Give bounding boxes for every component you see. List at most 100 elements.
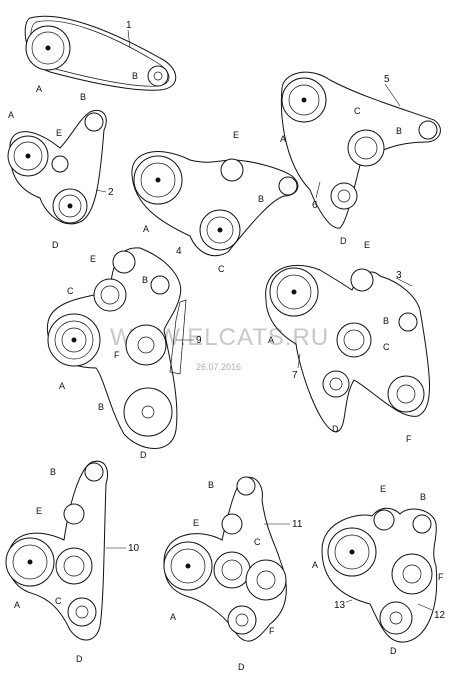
pulley-f-hub	[402, 564, 422, 584]
label-d: D	[76, 654, 83, 664]
label-f: F	[269, 626, 275, 636]
label-a: A	[170, 612, 176, 622]
pulley-f	[125, 324, 167, 366]
pulley-c-ring	[63, 555, 85, 577]
pulley-a-ring	[334, 534, 370, 570]
pulley-b	[418, 120, 438, 140]
label-c: C	[254, 537, 261, 547]
pulley-b	[398, 312, 418, 332]
pulley-f-hub	[396, 384, 416, 404]
pulley-a-ring	[13, 141, 43, 171]
label-e: E	[233, 130, 239, 140]
pulley-e	[51, 155, 69, 173]
label-c: C	[67, 286, 74, 296]
diagram-7-number: 7	[292, 370, 298, 381]
diagram-9-number: 9	[196, 335, 202, 346]
label-d: D	[140, 450, 147, 460]
diagram-5-number: 5	[384, 74, 390, 85]
label-f: F	[406, 434, 412, 444]
label-b: B	[258, 194, 264, 204]
diagram-3-number: 3	[396, 270, 402, 281]
leader-7	[297, 353, 301, 369]
pulley-b	[236, 476, 256, 496]
label-d: D	[332, 424, 339, 434]
label-a: A	[143, 224, 149, 234]
label-a: A	[36, 84, 42, 94]
pulley-a-hub	[71, 337, 77, 343]
label-d: D	[340, 236, 347, 246]
pulley-d	[67, 597, 97, 627]
label-b: B	[383, 316, 389, 326]
pulley-e	[112, 250, 136, 274]
pulley-a-ring	[12, 544, 48, 580]
pulley-d-hub	[75, 605, 89, 619]
pulley-c-hub	[217, 227, 223, 233]
diagram-12-number: 12	[434, 610, 446, 621]
pulley-a-hub	[291, 289, 297, 295]
pulley-d-hub	[67, 203, 73, 209]
label-b: B	[132, 71, 138, 81]
belt-3-outline	[265, 265, 430, 433]
leader-1	[127, 29, 131, 49]
pulley-c-ring	[206, 216, 234, 244]
diagram-belt-2: 2 A E B D	[7, 92, 114, 250]
pulley-c-ring	[221, 559, 243, 581]
diagram-belt-13: 13 12 E B A F D	[312, 484, 446, 656]
pulley-c	[213, 551, 251, 589]
leader-6	[315, 181, 321, 199]
leader-13	[345, 599, 353, 603]
pulley-b	[150, 275, 170, 295]
label-e: E	[90, 254, 96, 264]
label-c: C	[218, 264, 225, 274]
pulley-e	[373, 509, 395, 531]
pulley-b-hub	[153, 71, 163, 81]
diagram-belt-9: 9 E C B A F B D	[46, 247, 202, 460]
diagram-1-number: 1	[126, 20, 132, 31]
label-f: F	[114, 350, 120, 360]
pulley-a-ring	[288, 84, 320, 116]
diagram-belt-10: 10 B E A C D	[5, 460, 140, 664]
pulley-d-ring	[58, 194, 82, 218]
label-a: A	[14, 600, 20, 610]
pulley-d-hub	[389, 611, 403, 625]
label-c: C	[354, 106, 361, 116]
pulley-d	[227, 605, 257, 635]
label-e: E	[56, 128, 62, 138]
pulley-c-ring	[100, 285, 120, 305]
diagram-10-number: 10	[128, 543, 140, 554]
pulley-a-ring	[276, 274, 312, 310]
watermark-date: 26.07.2016	[196, 362, 241, 372]
label-b2: B	[98, 402, 104, 412]
pulley-e	[220, 158, 244, 182]
label-e: E	[380, 484, 386, 494]
diagram-2-number: 2	[108, 187, 114, 198]
belt-13-outline	[321, 507, 438, 643]
pulley-f	[391, 553, 433, 595]
belt-5-outline	[280, 71, 441, 229]
pulley-d-hub	[235, 613, 249, 627]
pulley-c-ring	[343, 329, 365, 351]
pulley-d	[330, 182, 358, 210]
pulley-a-ring	[140, 162, 176, 198]
pulley-a-hub	[301, 97, 307, 103]
pulley-e	[63, 503, 85, 525]
label-c: C	[383, 342, 390, 352]
belt-10-outline	[7, 460, 108, 641]
label-d: D	[390, 646, 397, 656]
pulley-d	[379, 601, 413, 635]
pulley-b	[147, 65, 169, 87]
pulley-c	[336, 322, 372, 358]
pulley-c	[93, 278, 127, 312]
pulley-f	[387, 375, 425, 413]
label-a: A	[59, 381, 65, 391]
diagram-11-number: 11	[292, 519, 303, 530]
pulley-d-hub	[337, 189, 351, 203]
pulley-b	[278, 176, 298, 196]
pulley-a-ring	[54, 320, 94, 360]
pulley-d-hub	[141, 405, 155, 419]
label-e: E	[364, 240, 370, 250]
label-d: D	[52, 240, 59, 250]
pulley-a-hub	[25, 153, 31, 159]
pulley-c	[55, 547, 93, 585]
